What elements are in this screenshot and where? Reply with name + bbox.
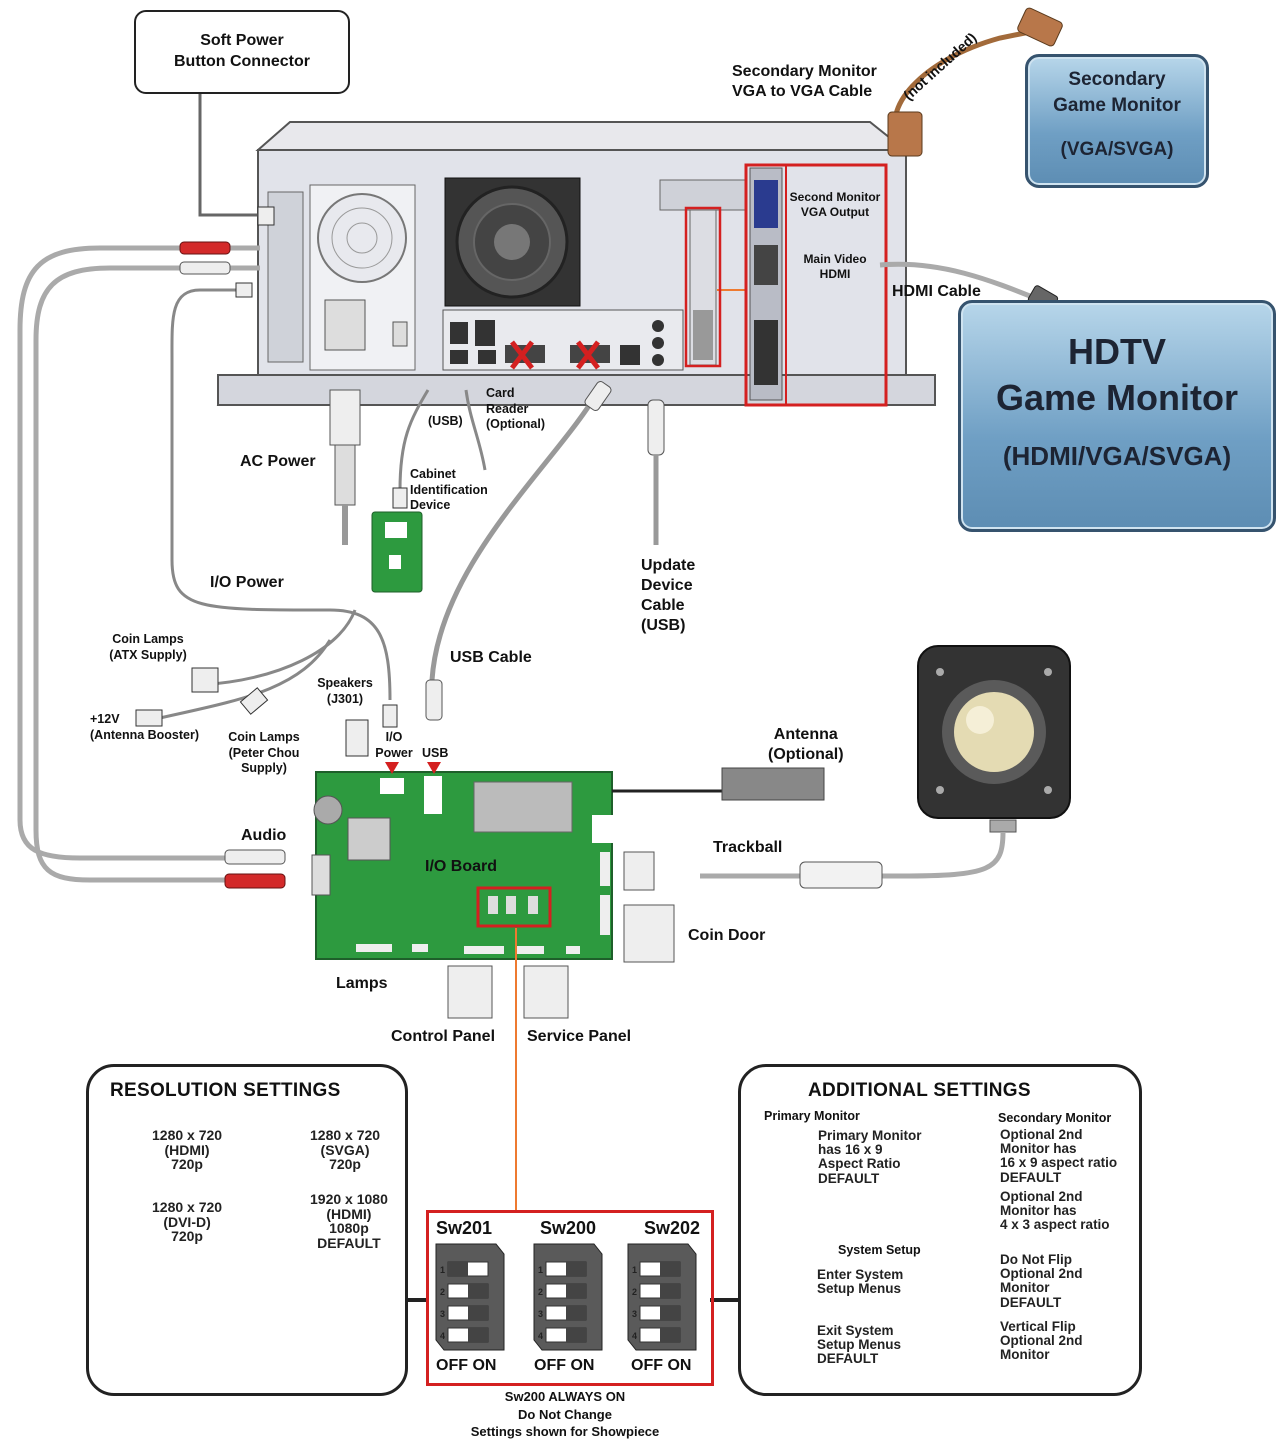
big-switch-number: 1 — [538, 1265, 543, 1275]
secondary-monitor-line2: Game Monitor — [1053, 95, 1181, 116]
hdtv-monitor: HDTV Game Monitor (HDMI/VGA/SVGA) — [958, 300, 1276, 532]
switches-box — [426, 1210, 714, 1386]
sw200-label: Sw200 — [540, 1218, 597, 1238]
big-switch-number: 2 — [440, 1287, 445, 1297]
primary-setting-text: Primary Monitor has 16 x 9 Aspect Ratio … — [818, 1128, 922, 1186]
system-setting-2: Exit System Setup Menus DEFAULT — [817, 1323, 902, 1367]
service-panel-label: Service Panel — [527, 1028, 632, 1045]
speakers-label: Speakers (J301) — [317, 676, 373, 706]
secondary-setting-1: Optional 2nd Monitor has 16 x 9 aspect r… — [1000, 1127, 1118, 1185]
io-board-label: I/O Board — [425, 858, 498, 875]
big-switch-number: 4 — [440, 1331, 445, 1341]
control-panel-label: Control Panel — [391, 1028, 496, 1045]
card-reader-label: Card Reader (Optional) — [486, 386, 546, 432]
update-device-label: Update Device Cable (USB) — [641, 557, 696, 634]
res-text-1: 1280 x 720 (HDMI) 720p — [152, 1127, 223, 1173]
sw202-off-on: OFF ON — [631, 1357, 692, 1374]
audio-label: Audio — [241, 827, 287, 844]
io-power-top-label: I/O Power — [210, 574, 284, 591]
sw202-switch: 1 2 3 4 — [627, 1243, 697, 1351]
coin-lamps-atx-label: Coin Lamps (ATX Supply) — [109, 632, 187, 662]
res-text-4: 1920 x 1080 (HDMI) 1080p DEFAULT — [310, 1191, 388, 1252]
ac-power-label: AC Power — [240, 453, 316, 470]
soft-power-label: Soft Power Button Connector — [174, 32, 310, 70]
big-switch-number: 1 — [440, 1265, 445, 1275]
res-text-2: 1280 x 720 (SVGA) 720p — [310, 1127, 381, 1173]
coin-lamps-peter-label: Coin Lamps (Peter Chou Supply) — [228, 730, 300, 776]
additional-settings-title: ADDITIONAL SETTINGS — [808, 1080, 1031, 1101]
hdmi-cable-label: HDMI Cable — [892, 283, 981, 300]
secondary-monitor-line3: (VGA/SVGA) — [1060, 139, 1174, 160]
trackball-label: Trackball — [713, 839, 783, 856]
big-switch-number: 4 — [632, 1331, 637, 1341]
antenna-booster-label: +12V (Antenna Booster) — [90, 712, 200, 742]
secondary-monitor: Secondary Game Monitor (VGA/SVGA) — [1025, 54, 1209, 188]
big-switch-number: 1 — [632, 1265, 637, 1275]
big-switch-number: 3 — [440, 1309, 445, 1319]
hdtv-line2: Game Monitor — [995, 377, 1238, 418]
secondary-monitor-line1: Secondary — [1068, 69, 1166, 90]
resolution-settings-title: RESOLUTION SETTINGS — [110, 1080, 341, 1101]
big-switch-number: 3 — [632, 1309, 637, 1319]
sw201-label: Sw201 — [436, 1218, 493, 1238]
primary-monitor-head: Primary Monitor — [764, 1109, 860, 1123]
hdtv-line3: (HDMI/VGA/SVGA) — [1002, 441, 1232, 471]
usb-cable-label: USB Cable — [450, 649, 532, 666]
coin-door-label: Coin Door — [688, 927, 766, 944]
flip-setting-2: Vertical Flip Optional 2nd Monitor — [1000, 1319, 1083, 1363]
secondary-setting-2: Optional 2nd Monitor has 4 x 3 aspect ra… — [1000, 1189, 1110, 1233]
lamps-label: Lamps — [336, 975, 388, 992]
soft-power-callout: Soft Power Button Connector — [134, 10, 350, 94]
flip-setting-1: Do Not Flip Optional 2nd Monitor DEFAULT — [1000, 1252, 1083, 1310]
switch-note: Sw200 ALWAYS ON Do Not Change Settings s… — [470, 1389, 660, 1440]
big-switch-number: 4 — [538, 1331, 543, 1341]
cabinet-id-label: Cabinet Identification Device — [410, 467, 488, 513]
sw201-off-on: OFF ON — [436, 1357, 497, 1374]
main-video-label: Main Video HDMI — [803, 252, 867, 281]
resolution-settings-panel — [86, 1064, 408, 1396]
additional-settings-panel — [738, 1064, 1142, 1396]
res-text-3: 1280 x 720 (DVI-D) 720p — [152, 1199, 223, 1245]
system-setup-head: System Setup — [838, 1243, 921, 1257]
antenna-label: Antenna (Optional) — [768, 726, 844, 763]
usb-board-label: USB — [422, 746, 449, 760]
hdtv-line1: HDTV — [1068, 331, 1166, 372]
secondary-cable-text: Secondary Monitor VGA to VGA Cable — [732, 63, 877, 100]
sw202-label: Sw202 — [644, 1218, 701, 1238]
sw200-switch: 1 2 3 4 — [533, 1243, 603, 1351]
io-power-board-label: I/O Power — [375, 730, 413, 760]
big-switch-number: 2 — [538, 1287, 543, 1297]
big-switch-number: 2 — [632, 1287, 637, 1297]
secondary-monitor-head: Secondary Monitor — [998, 1111, 1112, 1125]
system-setting-1: Enter System Setup Menus — [817, 1267, 904, 1297]
sw201-switch: 1 2 3 4 — [435, 1243, 505, 1351]
io-board — [311, 771, 614, 960]
big-switch-number: 3 — [538, 1309, 543, 1319]
usb-small-label: (USB) — [428, 414, 463, 428]
sw200-off-on: OFF ON — [534, 1357, 595, 1374]
second-monitor-output-label: Second Monitor VGA Output — [789, 190, 881, 219]
